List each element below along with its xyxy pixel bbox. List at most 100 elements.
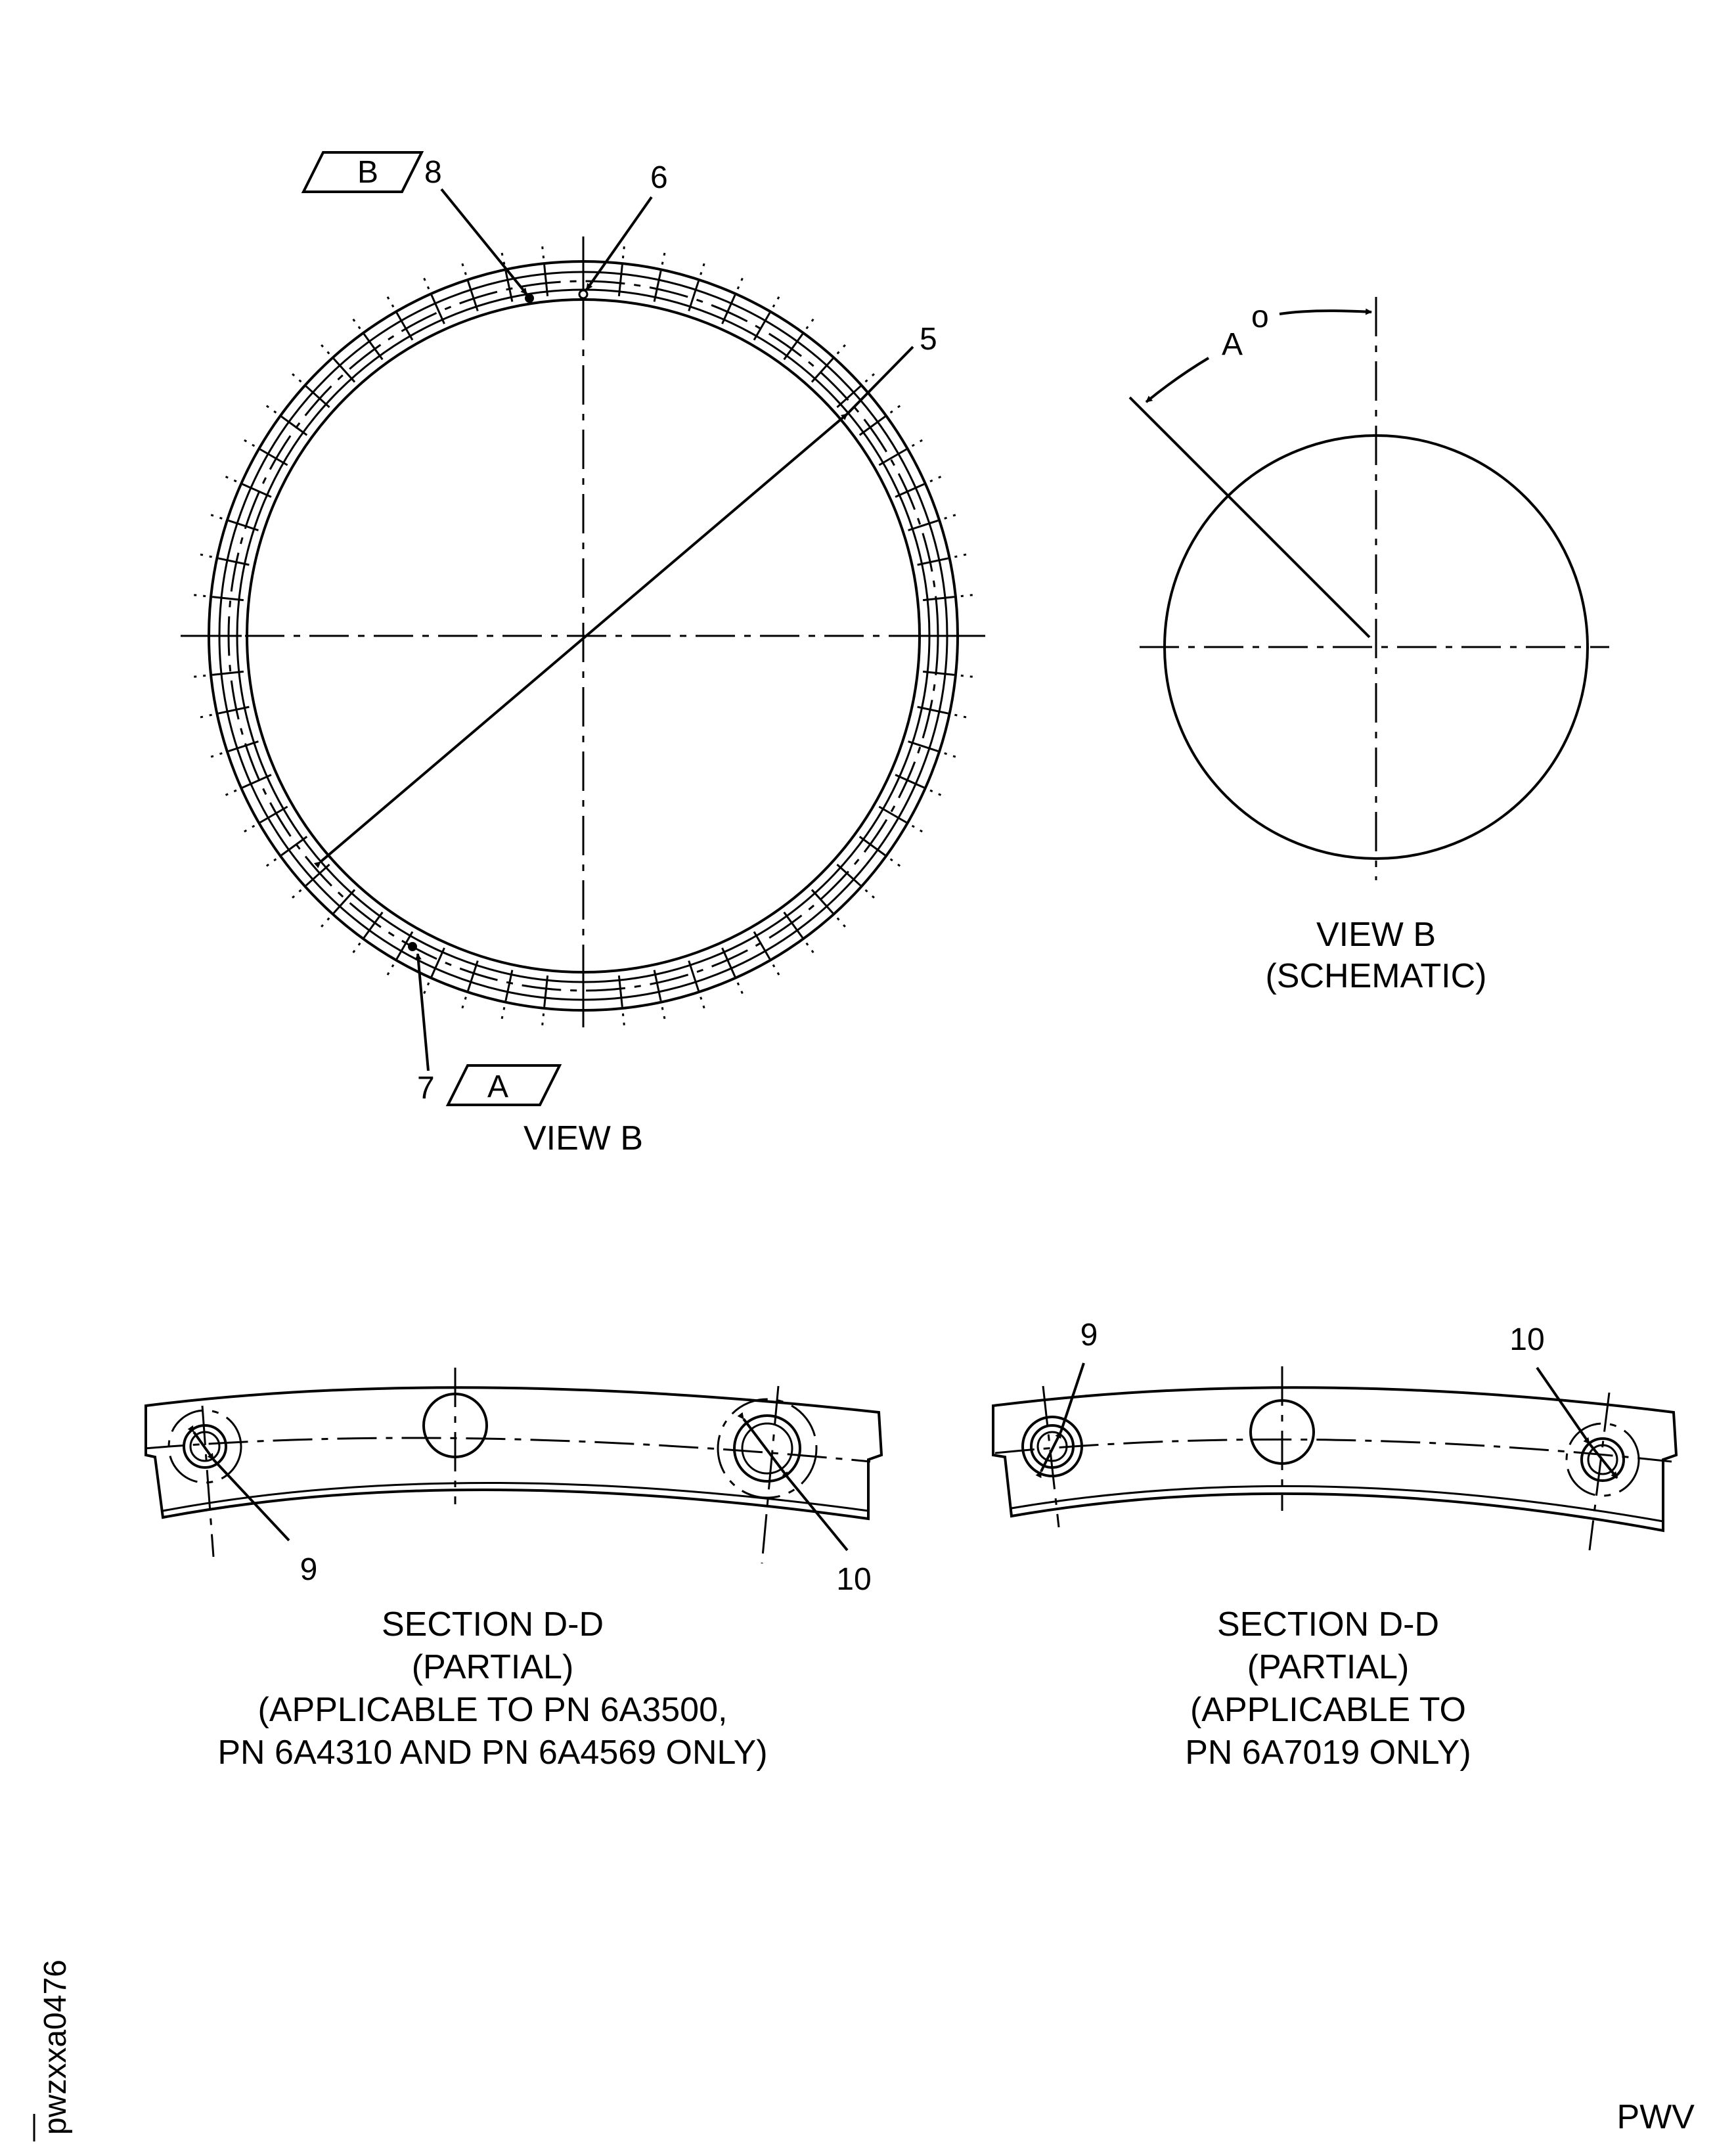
callout-10-left-leader — [787, 1477, 849, 1552]
callout-6-leader — [585, 196, 653, 291]
callout-10-right: 10 — [1509, 1322, 1544, 1357]
hole-tick — [395, 931, 414, 960]
hole-7-marker — [408, 942, 417, 951]
section-left-outline — [145, 1386, 883, 1521]
hole-tick — [543, 975, 549, 1008]
section-left-line2: (PARTIAL) — [412, 1648, 574, 1686]
hole-tick — [228, 740, 259, 752]
hole-tick — [895, 483, 925, 498]
callout-9-right: 9 — [1080, 1318, 1098, 1353]
hole-8-marker — [525, 294, 534, 303]
hole-tick — [228, 520, 259, 531]
hole-tick — [922, 596, 955, 602]
hole-tick — [617, 975, 623, 1008]
hole-tick — [617, 264, 623, 297]
hole-9-right-centerline — [1042, 1385, 1060, 1528]
hole-tick-extension — [197, 552, 212, 558]
hole-tick-extension — [460, 997, 467, 1012]
hole-tick — [858, 415, 886, 436]
callout-8: 8 — [424, 155, 442, 190]
callout-9-left-leader — [212, 1458, 290, 1542]
hole-tick — [467, 960, 479, 991]
hole-tick — [430, 294, 445, 325]
hole-tick — [211, 596, 244, 602]
hole-tick-extension — [241, 824, 256, 834]
hole-tick — [878, 805, 907, 824]
callout-6: 6 — [650, 160, 668, 195]
hole-10-left-dim — [737, 1412, 790, 1479]
hole-tick — [543, 264, 549, 297]
hole-tick-extension — [319, 917, 330, 929]
section-right-line1: SECTION D-D — [1217, 1605, 1439, 1644]
hole-tick — [688, 960, 700, 991]
view-b-ring-view: 5 6 B 8 A 7 VIEW B — [181, 151, 985, 1157]
callout-9-right-leader — [1059, 1362, 1085, 1433]
hole-tick-extension — [960, 593, 975, 598]
hole-tick — [332, 357, 356, 383]
hole-tick-extension — [836, 342, 848, 355]
callout-10-left: 10 — [836, 1562, 871, 1597]
section-left-line3: (APPLICABLE TO PN 6A3500, — [258, 1691, 728, 1729]
hole-tick-extension — [351, 316, 361, 330]
hole-tick — [653, 271, 662, 302]
diameter-dimension-line — [313, 413, 849, 868]
hole-tick-extension — [960, 674, 975, 679]
hole-tick — [363, 911, 384, 939]
section-right-bolt-line — [994, 1438, 1672, 1463]
hole-tick — [259, 448, 288, 466]
hole-tick-extension — [319, 342, 330, 355]
hole-tick — [878, 448, 907, 466]
hole-tick-extension — [836, 917, 848, 929]
hole-10-right-dim — [1583, 1437, 1618, 1479]
hole-tick — [753, 312, 771, 341]
hole-tick-extension — [954, 552, 969, 558]
section-right-line3: (APPLICABLE TO — [1190, 1691, 1466, 1729]
hole-tick — [242, 774, 272, 789]
hole-tick-extension — [911, 824, 925, 834]
callout-5: 5 — [920, 322, 937, 357]
hole-tick — [895, 774, 925, 789]
hole-tick-extension — [954, 713, 969, 719]
hole-tick-extension — [223, 789, 237, 797]
hole-tick-extension — [208, 513, 223, 520]
hole-tick-extension — [911, 437, 925, 447]
footer-code: PWV — [1617, 2098, 1695, 2136]
hole-tick-extension — [864, 889, 877, 901]
hole-tick-extension — [929, 474, 944, 483]
hole-tick — [280, 415, 308, 436]
hole-tick-extension — [621, 244, 626, 259]
hole-6-marker — [578, 289, 589, 300]
hole-tick — [305, 385, 330, 409]
section-right-outline — [992, 1386, 1678, 1533]
hole-tick-extension — [385, 294, 395, 308]
hole-tick — [836, 385, 862, 409]
section-dd-left: 9 10 SECTION D-D (PARTIAL) (APPLICABLE T… — [144, 1368, 883, 1772]
hole-tick-extension — [500, 250, 506, 265]
callout-9-left: 9 — [300, 1552, 318, 1587]
hole-tick — [783, 333, 804, 361]
hole-tick-extension — [191, 674, 206, 679]
hole-10-right-spotface — [1565, 1422, 1640, 1497]
angle-label: A — [1222, 327, 1243, 362]
hole-tick-extension — [661, 1007, 667, 1022]
hole-tick-extension — [944, 752, 959, 759]
hole-tick — [688, 280, 700, 311]
schematic-angle-ray — [1128, 396, 1371, 638]
datum-a-box — [445, 1064, 562, 1106]
hole-tick — [917, 705, 948, 715]
hole-tick-extension — [191, 593, 206, 598]
hole-tick-extension — [736, 982, 745, 997]
hole-tick-extension — [889, 403, 903, 414]
hole-tick — [504, 271, 514, 302]
hole-tick-extension — [290, 889, 302, 901]
hole-tick — [363, 333, 384, 361]
schematic-caption-line1: VIEW B — [1316, 916, 1436, 954]
hole-tick — [917, 557, 948, 566]
hole-tick — [395, 312, 414, 341]
hole-10-left-spotface — [717, 1398, 818, 1499]
hole-tick — [467, 280, 479, 311]
hole-tick — [211, 670, 244, 676]
hole-tick-extension — [805, 942, 816, 956]
hole-tick-extension — [700, 260, 706, 275]
callout-7: 7 — [417, 1071, 435, 1106]
